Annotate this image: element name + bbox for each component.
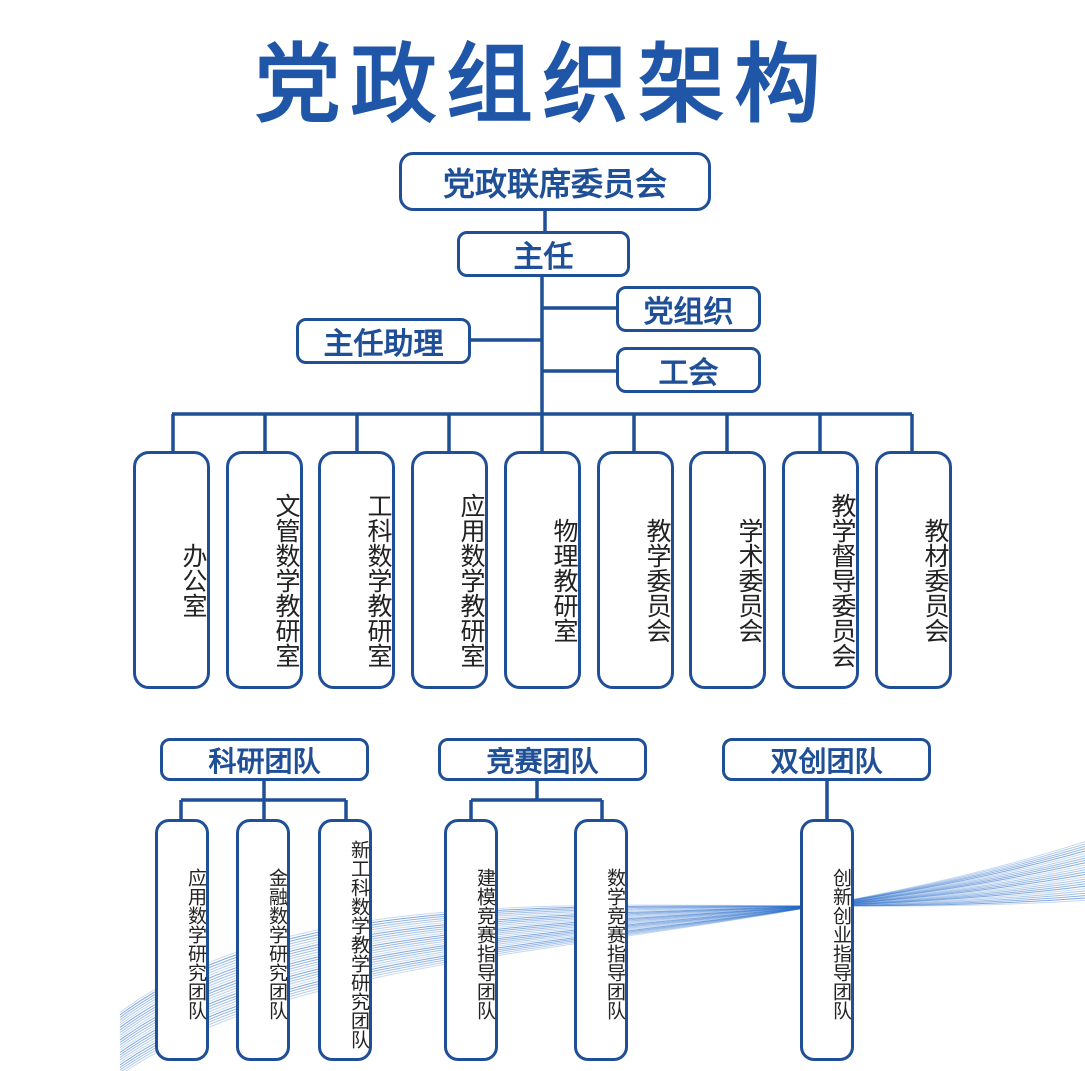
wave-line — [119, 881, 1085, 1033]
dept-textbook-committee: 教材委员会 — [875, 451, 952, 689]
dept-teaching-committee: 教学委员会 — [597, 451, 674, 689]
team-financial-math-research: 金融数学研究团队 — [236, 819, 290, 1061]
wave-line — [119, 892, 1085, 1021]
wave-line — [121, 843, 1085, 1071]
dept-applied-math: 应用数学教研室 — [411, 451, 488, 689]
team-new-engineering-math-research: 新工科数学教学研究团队 — [318, 819, 372, 1061]
wave-line — [119, 850, 1085, 1066]
wave-line — [119, 862, 1085, 1053]
assistant-box: 主任助理 — [296, 318, 471, 364]
union-box: 工会 — [616, 347, 761, 393]
page-title: 党政组织架构 — [254, 35, 831, 135]
wave-line — [119, 869, 1085, 1046]
team-innovation-entrepreneurship: 创新创业指导团队 — [800, 819, 854, 1061]
wave-line — [119, 845, 1085, 1071]
wave-line — [119, 855, 1085, 1061]
wave-line — [119, 871, 1085, 1043]
wave-line — [119, 864, 1085, 1051]
dept-supervision-committee: 教学督导委员会 — [782, 451, 859, 689]
team-modeling-competition: 建模竞赛指导团队 — [444, 819, 498, 1061]
group-competition: 竞赛团队 — [438, 738, 647, 781]
wave-line — [119, 859, 1085, 1056]
connector-lines — [171, 210, 914, 820]
wave-line — [119, 873, 1085, 1041]
dept-physics: 物理教研室 — [504, 451, 581, 689]
dept-liberal-math: 文管数学教研室 — [226, 451, 303, 689]
team-applied-math-research: 应用数学研究团队 — [155, 819, 209, 1061]
wave-line — [119, 888, 1085, 1026]
wave-line — [119, 899, 1085, 1013]
party-org-box: 党组织 — [616, 286, 761, 332]
wave-line — [119, 857, 1085, 1058]
dept-engineering-math: 工科数学教研室 — [318, 451, 395, 689]
wave-line — [119, 897, 1085, 1016]
director-box: 主任 — [457, 231, 630, 277]
wave-line — [119, 866, 1085, 1048]
wave-line — [119, 885, 1085, 1028]
group-research: 科研团队 — [160, 738, 369, 781]
wave-line — [119, 848, 1085, 1068]
wave-line — [125, 841, 1085, 1071]
wave-line — [119, 895, 1085, 1018]
team-math-competition: 数学竞赛指导团队 — [574, 819, 628, 1061]
wave-line — [119, 852, 1085, 1063]
committee-box: 党政联席委员会 — [399, 152, 711, 211]
wave-line — [119, 878, 1085, 1036]
dept-office: 办公室 — [133, 451, 210, 689]
dept-academic-committee: 学术委员会 — [689, 451, 766, 689]
decorative-waves — [119, 841, 1085, 1071]
group-innovation: 双创团队 — [722, 738, 931, 781]
wave-line — [119, 883, 1085, 1031]
wave-line — [119, 890, 1085, 1023]
wave-line — [119, 876, 1085, 1038]
